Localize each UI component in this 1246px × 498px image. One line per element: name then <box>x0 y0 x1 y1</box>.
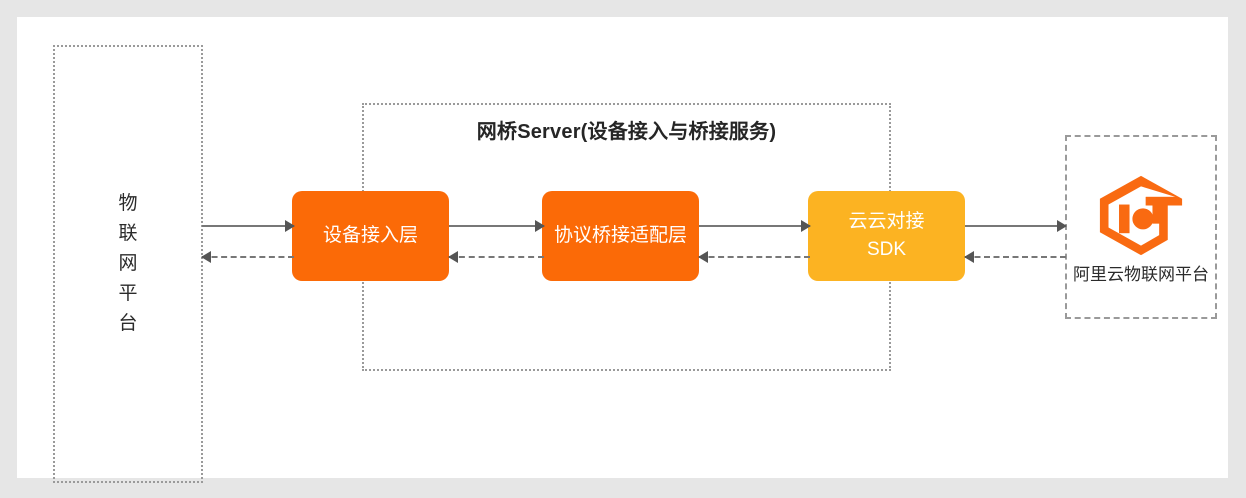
protocol-bridge-adapter-layer-box[interactable]: 协议桥接适配层 <box>542 191 699 281</box>
arrow-head-right-icon <box>801 220 811 232</box>
iot-platform-label-char-4: 平 <box>118 283 138 304</box>
arrow-head-right-icon <box>1057 220 1067 232</box>
cloud-to-cloud-sdk-label: 云云对接 SDK <box>848 208 924 264</box>
connector-device-access-to-adapter <box>449 220 545 232</box>
connector-line <box>202 225 294 227</box>
connector-line <box>699 256 810 258</box>
cloud-to-cloud-sdk-box[interactable]: 云云对接 SDK <box>808 191 965 281</box>
connector-line <box>449 225 544 227</box>
connector-adapter-to-sdk <box>699 220 811 232</box>
iot-platform-label: 物 联 网 平 台 <box>55 47 201 481</box>
connector-device-access-to-iot-platform <box>201 251 294 263</box>
cloud-to-cloud-sdk-label-line2: SDK <box>866 239 907 260</box>
arrow-head-left-icon <box>964 251 974 263</box>
aliyun-iot-platform-container: 阿里云物联网平台 <box>1065 135 1217 319</box>
connector-line <box>699 225 810 227</box>
connector-line <box>965 225 1066 227</box>
arrow-head-right-icon <box>535 220 545 232</box>
aliyun-iot-platform-content: 阿里云物联网平台 <box>1067 137 1215 317</box>
connector-adapter-to-device-access <box>448 251 544 263</box>
connector-sdk-to-aliyun-platform <box>965 220 1067 232</box>
bridge-server-title: 网桥Server(设备接入与桥接服务) <box>476 121 777 143</box>
connector-sdk-to-adapter <box>698 251 810 263</box>
iot-platform-label-char-1: 物 <box>118 193 138 214</box>
iot-platform-label-char-3: 网 <box>118 253 138 274</box>
device-access-layer-box[interactable]: 设备接入层 <box>292 191 449 281</box>
connector-iot-platform-to-device-access <box>202 220 295 232</box>
arrow-head-left-icon <box>201 251 211 263</box>
iot-platform-label-char-5: 台 <box>118 313 138 334</box>
arrow-head-left-icon <box>698 251 708 263</box>
diagram-panel: 物 联 网 平 台 网桥Server(设备接入与桥接服务) 设备接入层 协议桥接… <box>17 17 1228 483</box>
connector-line <box>449 256 544 258</box>
iot-logo-icon <box>1099 175 1183 255</box>
connector-line <box>965 256 1066 258</box>
aliyun-iot-platform-label: 阿里云物联网平台 <box>1073 264 1209 284</box>
device-access-layer-label: 设备接入层 <box>322 225 418 246</box>
connector-line <box>202 256 294 258</box>
connector-aliyun-platform-to-sdk <box>964 251 1066 263</box>
arrow-head-right-icon <box>285 220 295 232</box>
iot-platform-label-char-2: 联 <box>118 223 138 244</box>
arrow-head-left-icon <box>448 251 458 263</box>
protocol-bridge-adapter-layer-label: 协议桥接适配层 <box>553 225 687 246</box>
iot-platform-container: 物 联 网 平 台 <box>53 45 203 483</box>
cloud-to-cloud-sdk-label-line1: 云云对接 <box>848 211 925 232</box>
